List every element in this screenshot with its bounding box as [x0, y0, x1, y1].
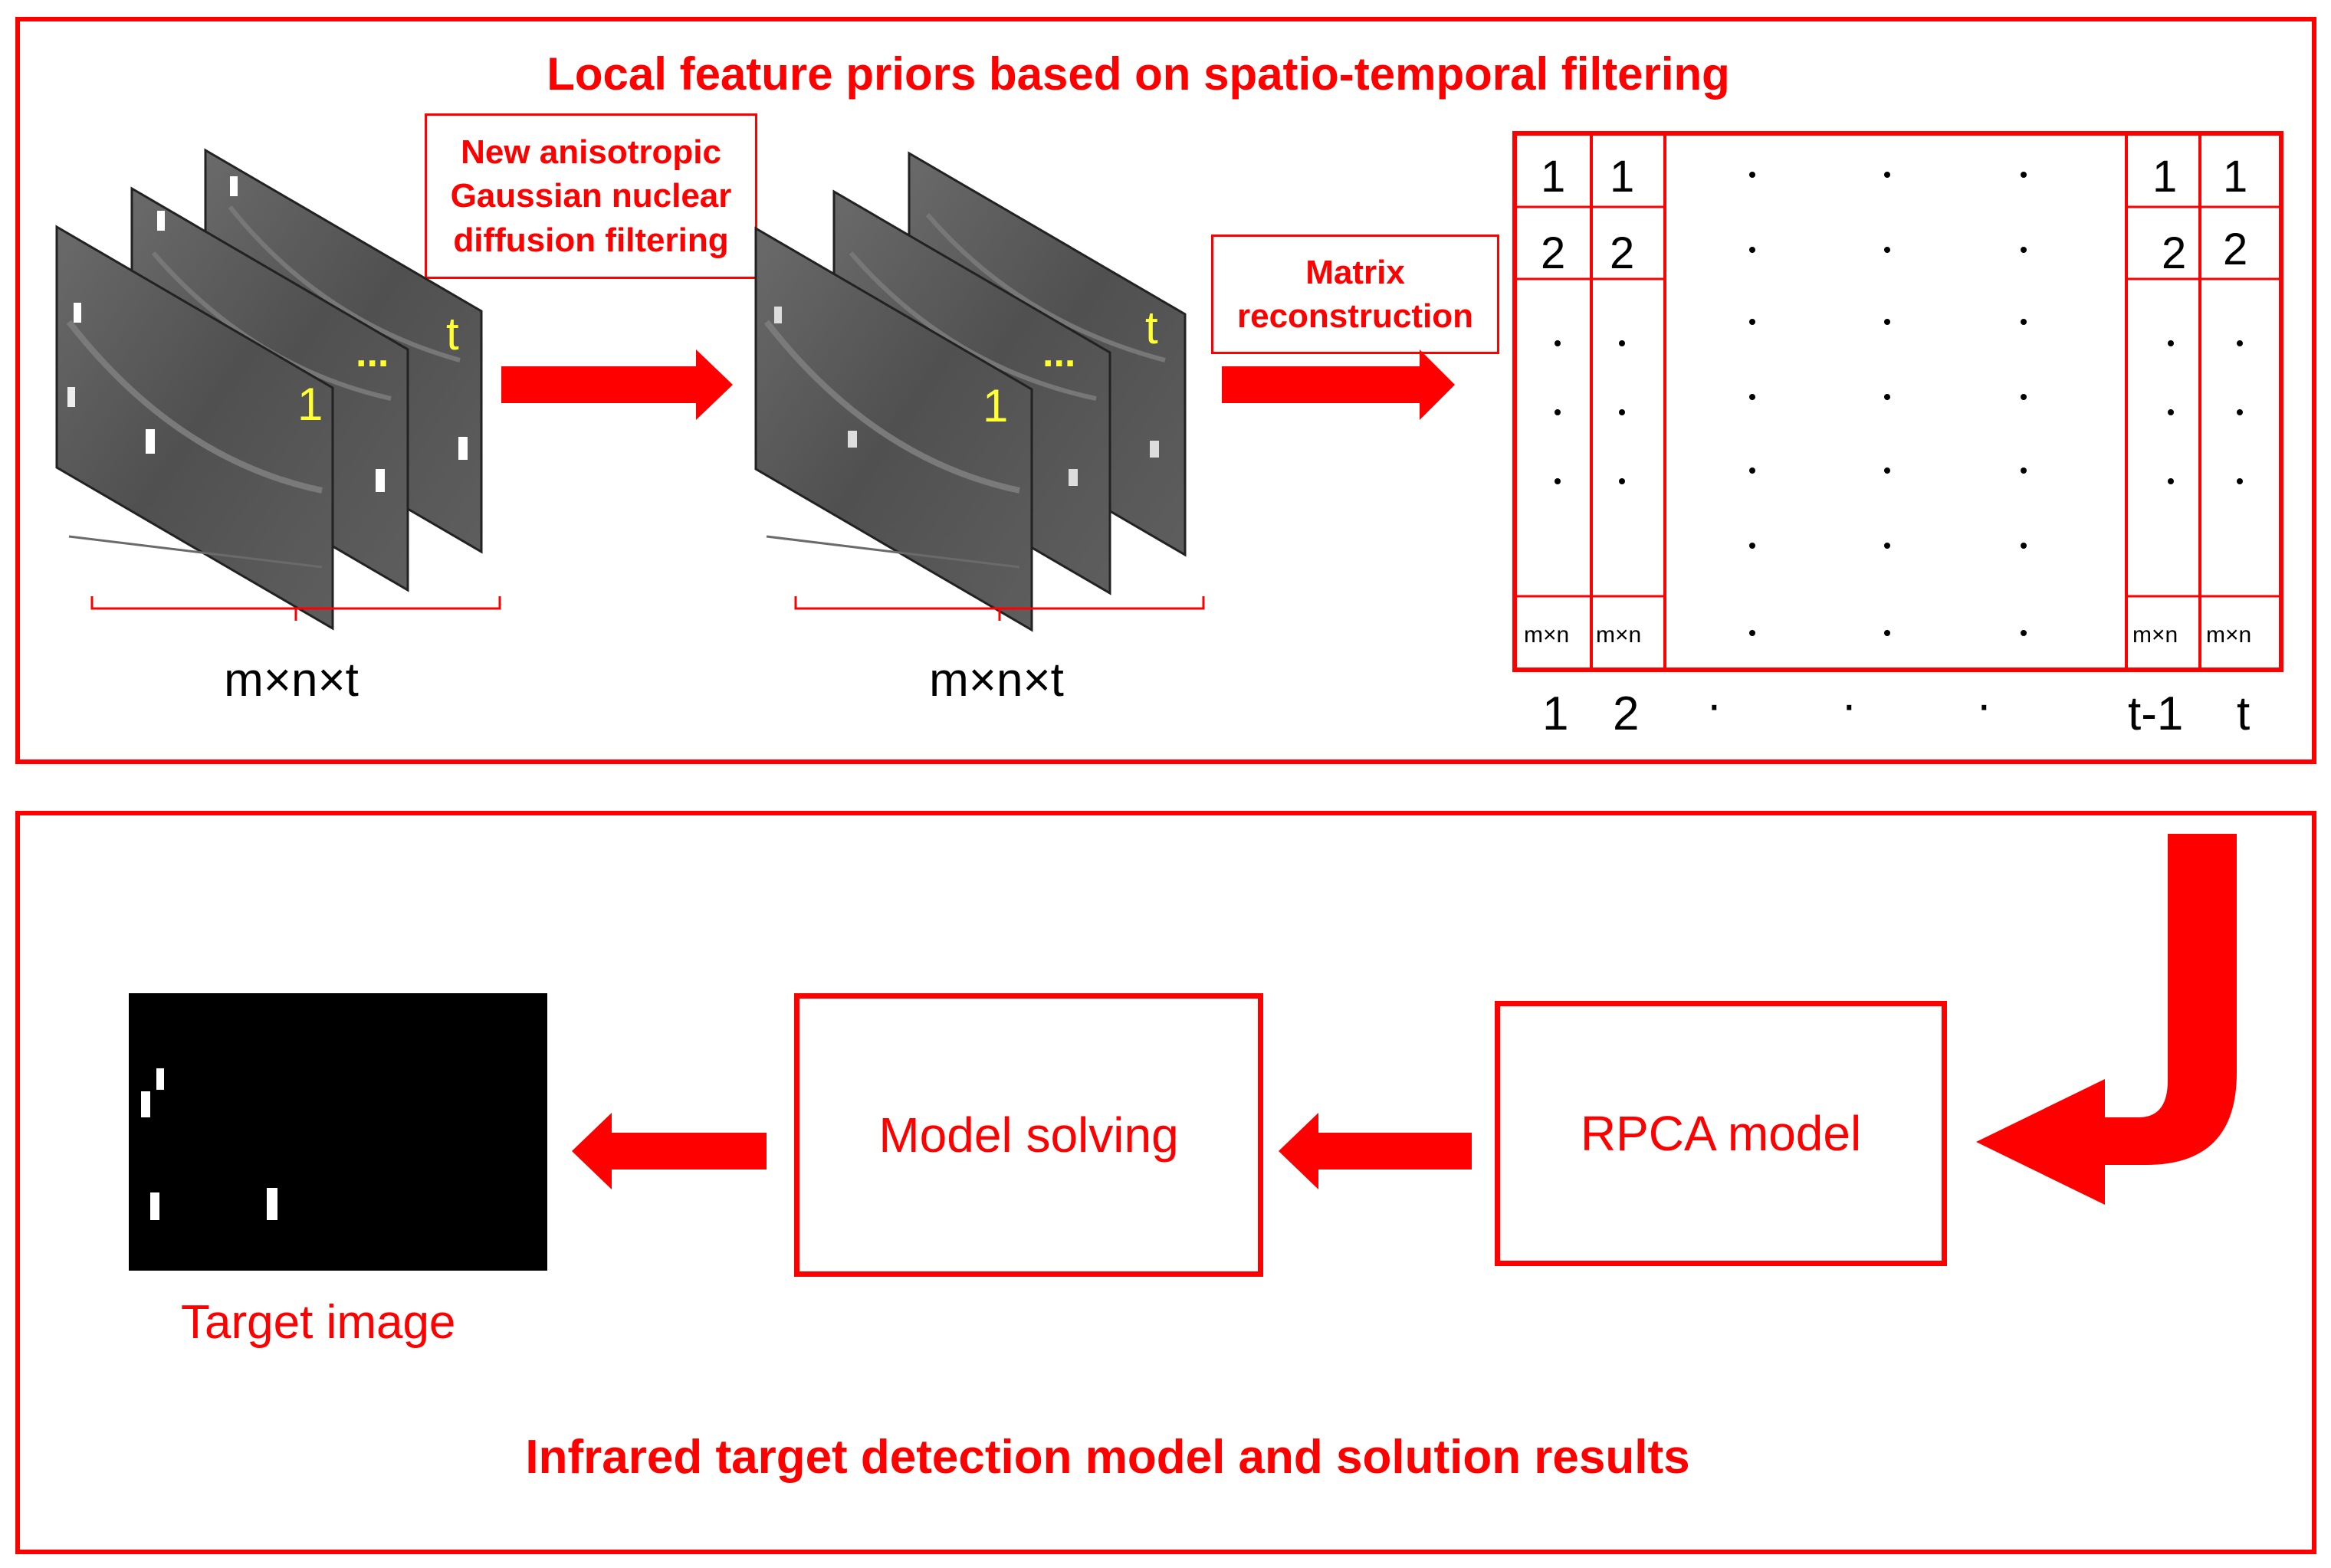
input-frame-number-first: 1 [297, 379, 323, 430]
top-panel-title: Local feature priors based on spatio-tem… [547, 48, 1730, 100]
matrix-cell-row1: 1 [2223, 152, 2247, 202]
filtered-frame-ellipsis: ... [1042, 331, 1075, 376]
target-image [129, 993, 547, 1271]
rpca-model-label: RPCA model [1580, 1106, 1862, 1161]
matrix-cell-last: m×n [2132, 622, 2178, 648]
matrix-col-label: · [1706, 678, 1722, 731]
matrix-cell-row2: 2 [2162, 228, 2186, 278]
input-frame-ellipsis: ... [356, 331, 389, 376]
filter-arrow [501, 349, 733, 420]
input-stack-dim-label: m×n×t [224, 654, 359, 707]
filtered-frame-number-first: 1 [983, 380, 1008, 431]
filter-label-line: Gaussian nuclear [450, 177, 732, 215]
filtered-frame-front [754, 226, 1033, 632]
matrix-cell-last: m×n [1596, 622, 1641, 648]
matrix-cell-last: m×n [1524, 622, 1569, 648]
matrix-cell-row1: 1 [1541, 152, 1565, 202]
reconstruction-label-box: Matrix reconstruction [1211, 235, 1499, 354]
matrix-col-label: · [1976, 678, 1992, 731]
input-frame-stack: 1 ... t [55, 148, 483, 631]
curved-arrow [1976, 834, 2237, 1205]
matrix-col-label: t [2237, 687, 2250, 740]
bottom-panel [15, 811, 2316, 1554]
reconstructed-matrix: 1 1 1 1 2 2 2 2 m×n m×n m×n m×n [1512, 131, 2283, 740]
filtered-frame-stack: 1 ... t [754, 151, 1187, 632]
matrix-cell-last: m×n [2206, 622, 2251, 648]
filtered-frame-number-last: t [1145, 302, 1158, 353]
model-solving-box: Model solving [794, 993, 1263, 1277]
filter-label-line: diffusion filtering [453, 221, 729, 259]
input-frame-number-last: t [446, 308, 459, 359]
matrix-cell-row1: 1 [2152, 152, 2177, 202]
solving-arrow [1279, 1113, 1472, 1189]
input-stack-bracket [90, 596, 501, 621]
matrix-cell-row1: 1 [1610, 152, 1634, 202]
matrix-outer-border [1512, 131, 2283, 672]
result-arrow [572, 1113, 767, 1189]
top-panel [15, 17, 2316, 764]
filter-label-box: New anisotropic Gaussian nuclear diffusi… [425, 113, 757, 279]
reconstruction-label-line: Matrix [1305, 253, 1405, 291]
input-frame-front [55, 225, 334, 631]
rpca-model-box: RPCA model [1495, 1001, 1947, 1266]
filter-label-line: New anisotropic [461, 133, 721, 172]
matrix-dots [1555, 172, 2243, 636]
matrix-col-label: · [1841, 678, 1857, 731]
matrix-col-label: t-1 [2128, 687, 2183, 740]
matrix-cell-row2: 2 [1610, 228, 1634, 278]
target-image-caption: Target image [181, 1296, 456, 1349]
filtered-stack-bracket [794, 596, 1205, 621]
matrix-cell-row2: 2 [2223, 225, 2247, 274]
filtered-stack-dim-label: m×n×t [929, 654, 1064, 707]
matrix-col-label: 1 [1542, 687, 1568, 740]
bottom-panel-title: Infrared target detection model and solu… [525, 1431, 1690, 1484]
reconstruction-label-line: reconstruction [1236, 297, 1474, 335]
reconstruction-arrow [1222, 349, 1455, 420]
matrix-col-label: 2 [1613, 687, 1639, 740]
matrix-cell-row2: 2 [1541, 228, 1565, 278]
model-solving-label: Model solving [878, 1107, 1179, 1163]
